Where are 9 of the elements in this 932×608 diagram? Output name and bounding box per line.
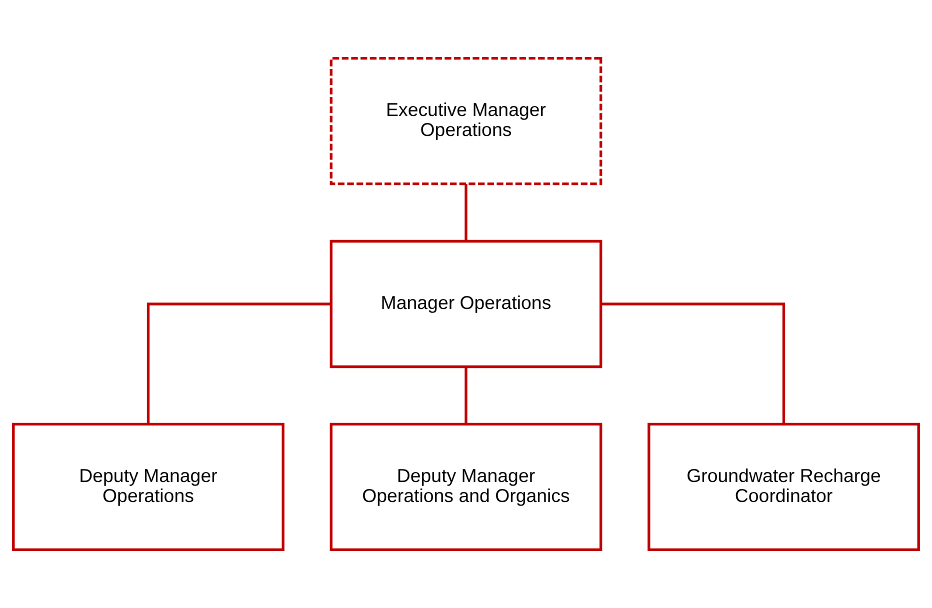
node-box: Deputy Manager Operations and Organics (330, 422, 602, 551)
connector (464, 184, 468, 241)
connector (146, 302, 331, 424)
node-box: Executive Manager Operations (330, 57, 602, 186)
connector (464, 366, 468, 424)
connector (601, 302, 786, 424)
node-box: Deputy Manager Operations (12, 422, 284, 551)
node-box: Groundwater Recharge Coordinator (648, 422, 920, 551)
node-box: Manager Operations (330, 240, 602, 368)
